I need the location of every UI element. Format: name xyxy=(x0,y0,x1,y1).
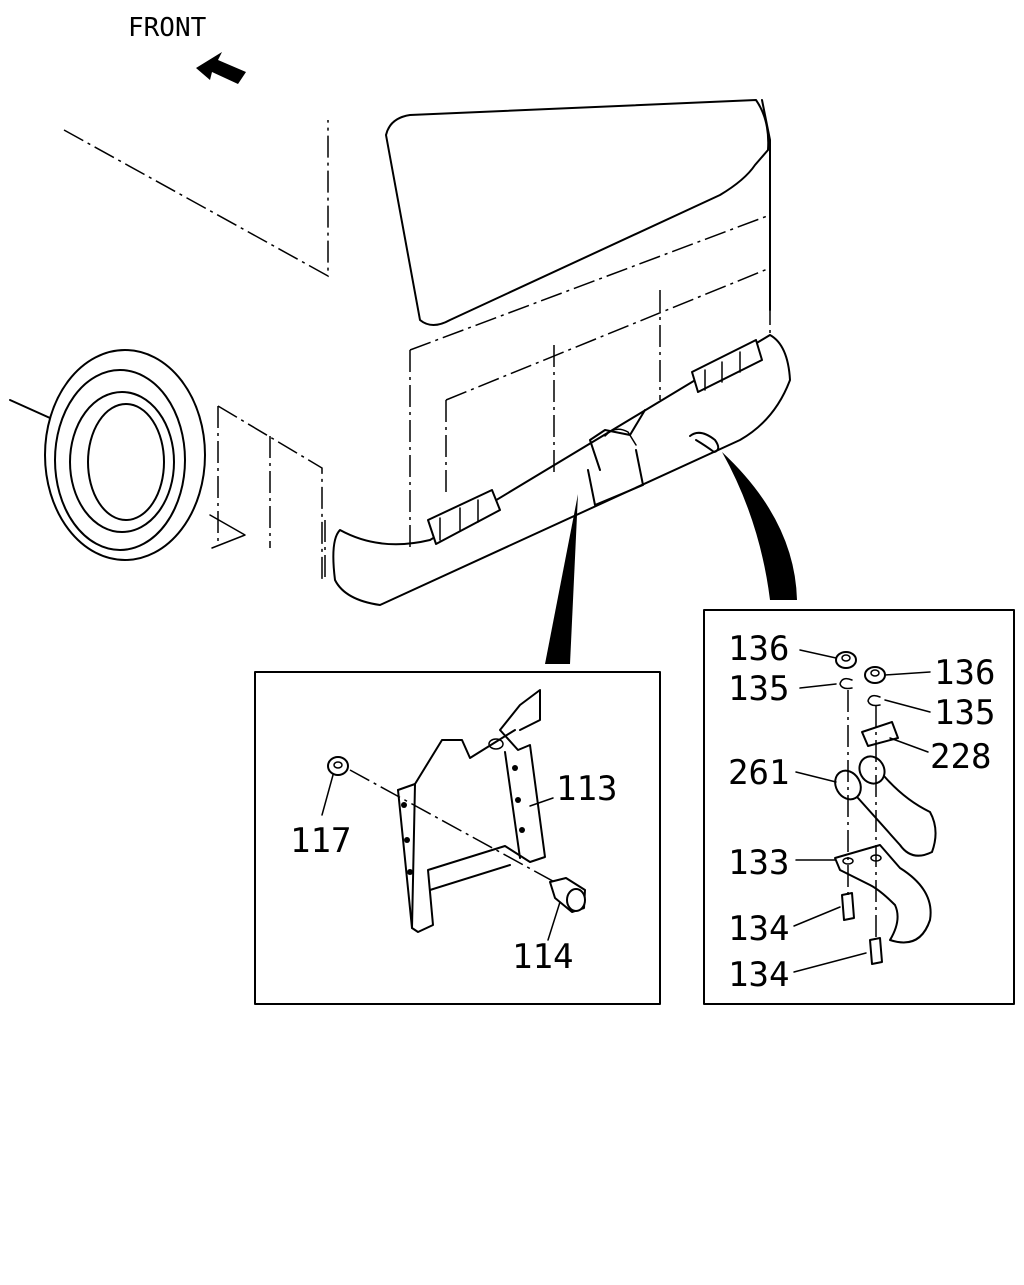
callout-136-right: 136 xyxy=(934,653,995,693)
callout-228: 228 xyxy=(930,737,991,777)
detail-box-right xyxy=(703,609,1015,1005)
bolt-134-lower xyxy=(869,937,883,965)
front-arrow-icon xyxy=(196,52,246,84)
callout-261: 261 xyxy=(728,753,789,793)
callout-117: 117 xyxy=(290,821,351,861)
callout-136-left: 136 xyxy=(728,629,789,669)
callout-134-lower: 134 xyxy=(728,955,789,995)
callout-135-left: 135 xyxy=(728,669,789,709)
callout-114: 114 xyxy=(512,937,573,977)
bolt-134-upper xyxy=(841,892,855,921)
plate-228 xyxy=(861,721,899,747)
leader-wedge-left xyxy=(545,494,578,664)
callout-113: 113 xyxy=(556,769,617,809)
nut-136-right xyxy=(864,666,886,684)
callout-133: 133 xyxy=(728,843,789,883)
washer-135-left xyxy=(839,677,853,690)
leader-wedge-right xyxy=(722,452,797,600)
nut-136-left xyxy=(835,651,857,669)
callout-135-right: 135 xyxy=(934,693,995,733)
front-label: FRONT xyxy=(128,13,207,43)
nut-117 xyxy=(327,756,349,776)
detail-box-left xyxy=(254,671,661,1005)
callout-134-upper: 134 xyxy=(728,909,789,949)
truck-body xyxy=(9,99,791,606)
washer-135-right xyxy=(867,694,881,707)
bolt-114 xyxy=(549,877,586,913)
